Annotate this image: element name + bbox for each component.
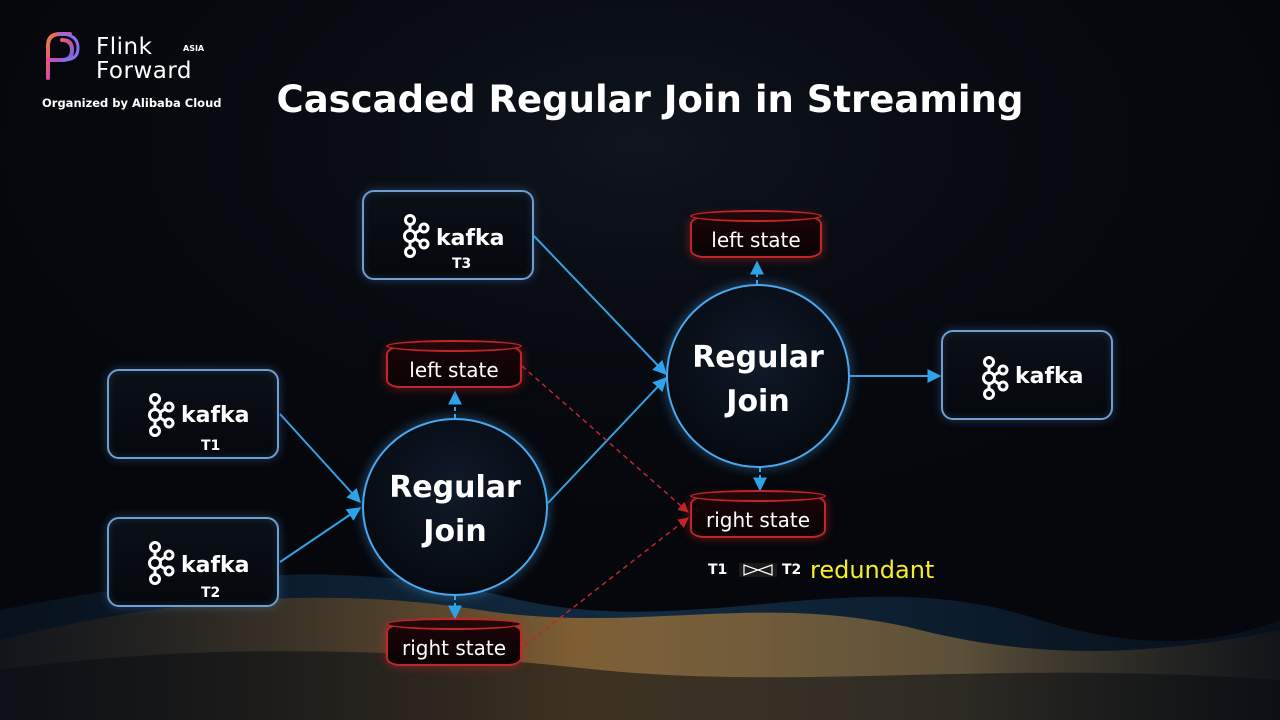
kafka-icon	[148, 541, 175, 585]
flink-forward-logo-icon	[46, 32, 80, 80]
kafka-label: kafka	[181, 553, 250, 578]
state-label: right state	[401, 636, 506, 660]
join-bowtie-icon	[739, 563, 777, 577]
join-label-line1: Regular	[389, 470, 521, 505]
kafka-sink: kafka	[941, 330, 1113, 420]
flink-forward-logo: Flink Forward ASIA Organized by Alibaba …	[40, 30, 240, 120]
regular-join-2: Regular Join	[666, 284, 850, 468]
kafka-source-t3: kafka T3	[362, 190, 534, 280]
slide-title: Cascaded Regular Join in Streaming	[276, 78, 1024, 121]
brand-badge: ASIA	[183, 44, 205, 53]
kafka-source-t2: kafka T2	[107, 517, 279, 607]
redundancy-lines	[521, 365, 689, 647]
kafka-icon	[148, 393, 175, 437]
join-label-line2: Join	[726, 384, 790, 419]
brand-line2: Forward	[96, 58, 192, 84]
regular-join-1: Regular Join	[362, 418, 548, 596]
kafka-icon	[982, 356, 1009, 400]
join2-left-state: left state	[690, 210, 822, 258]
kafka-source-t1: kafka T1	[107, 369, 279, 459]
kafka-icon	[403, 214, 430, 258]
kafka-label: kafka	[181, 403, 250, 428]
join1-left-state: left state	[386, 340, 522, 388]
state-cylinder-top	[690, 210, 822, 222]
note-left-tag: T1	[708, 562, 728, 578]
join-label-line1: Regular	[692, 340, 824, 375]
state-cylinder-top	[690, 490, 826, 502]
brand-organizer: Organized by Alibaba Cloud	[42, 96, 222, 110]
source-tag: T1	[201, 438, 221, 454]
redundant-label: redundant	[810, 556, 935, 584]
brand-line1: Flink	[96, 34, 153, 60]
state-label: left state	[409, 358, 499, 382]
state-label: right state	[705, 508, 810, 532]
flow-arrows	[279, 235, 942, 620]
state-label: left state	[711, 228, 801, 252]
source-tag: T3	[452, 256, 472, 272]
join-label-line2: Join	[423, 514, 487, 549]
state-cylinder-top	[386, 340, 522, 352]
join1-right-state: right state	[386, 618, 522, 666]
source-tag: T2	[201, 585, 221, 601]
state-cylinder-top	[386, 618, 522, 630]
kafka-label: kafka	[436, 226, 505, 251]
join2-right-state: right state	[690, 490, 826, 538]
kafka-label: kafka	[1015, 364, 1084, 389]
note-right-tag: T2	[782, 562, 802, 578]
